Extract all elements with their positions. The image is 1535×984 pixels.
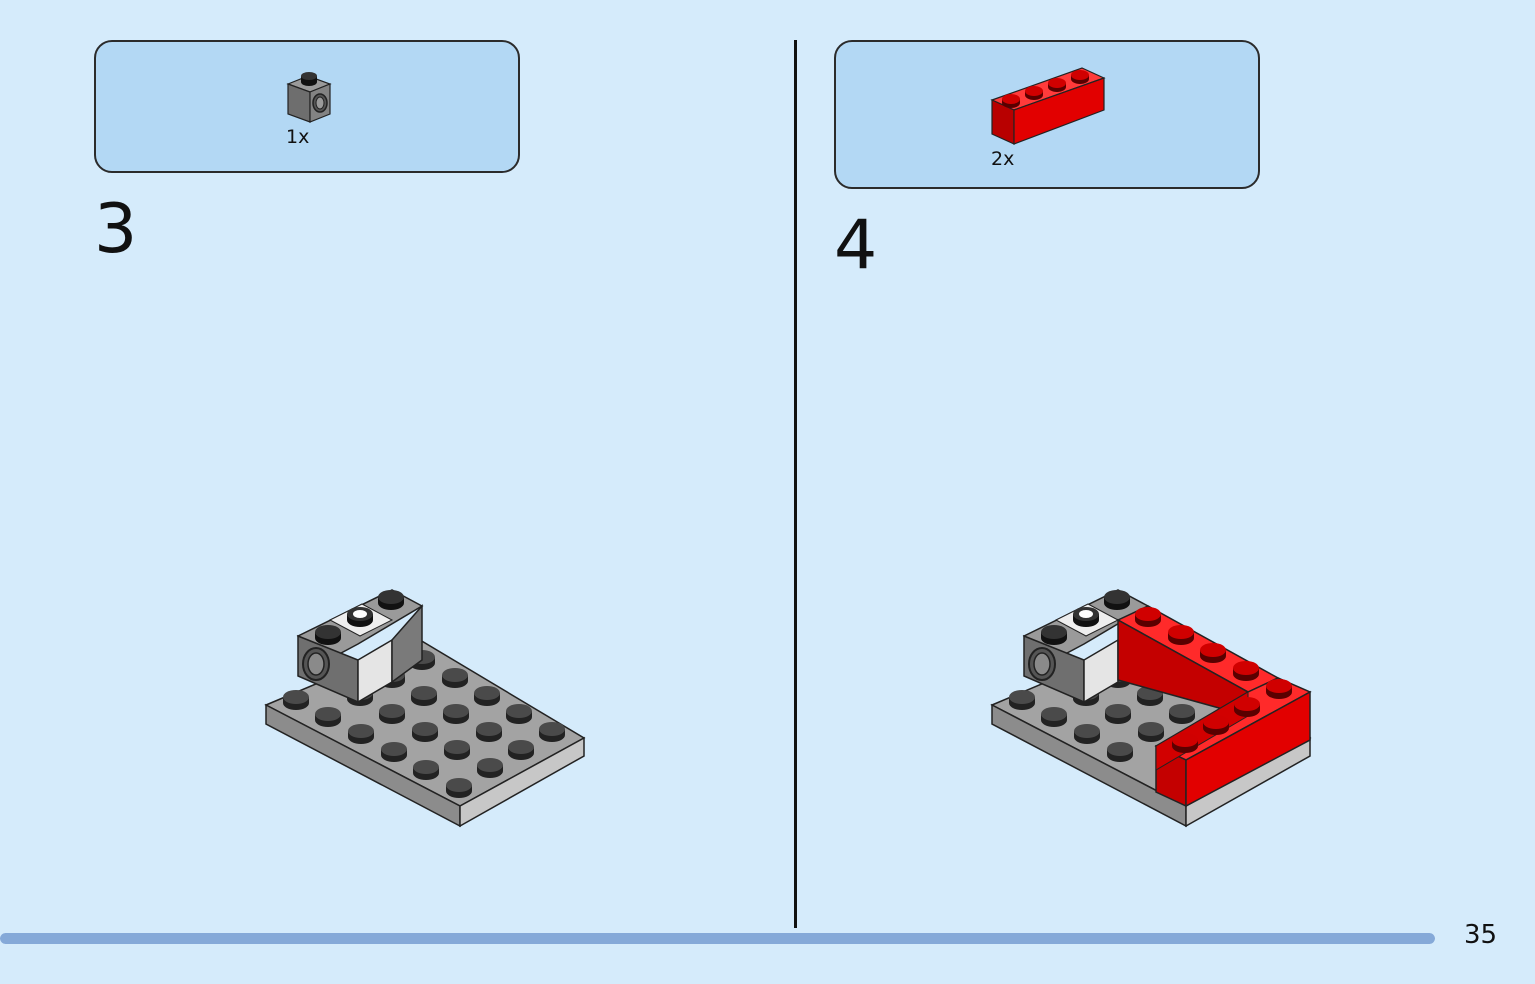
parts-list-step-4: 2x [834, 40, 1260, 189]
step-4-model-illustration [990, 589, 1312, 828]
step-number: 3 [94, 190, 138, 269]
brick-1x4-red-icon [990, 67, 1106, 145]
progress-bar-fill [0, 933, 1435, 944]
technic-brick-1x1-icon [286, 72, 332, 123]
page-number: 35 [1464, 920, 1498, 950]
progress-bar [0, 933, 1435, 944]
step-3-model-illustration [264, 589, 586, 828]
page-divider [794, 40, 797, 928]
step-number: 4 [834, 206, 878, 285]
part-quantity: 1x [286, 126, 310, 148]
parts-list-step-3: 1x [94, 40, 520, 173]
part-quantity: 2x [991, 148, 1015, 170]
